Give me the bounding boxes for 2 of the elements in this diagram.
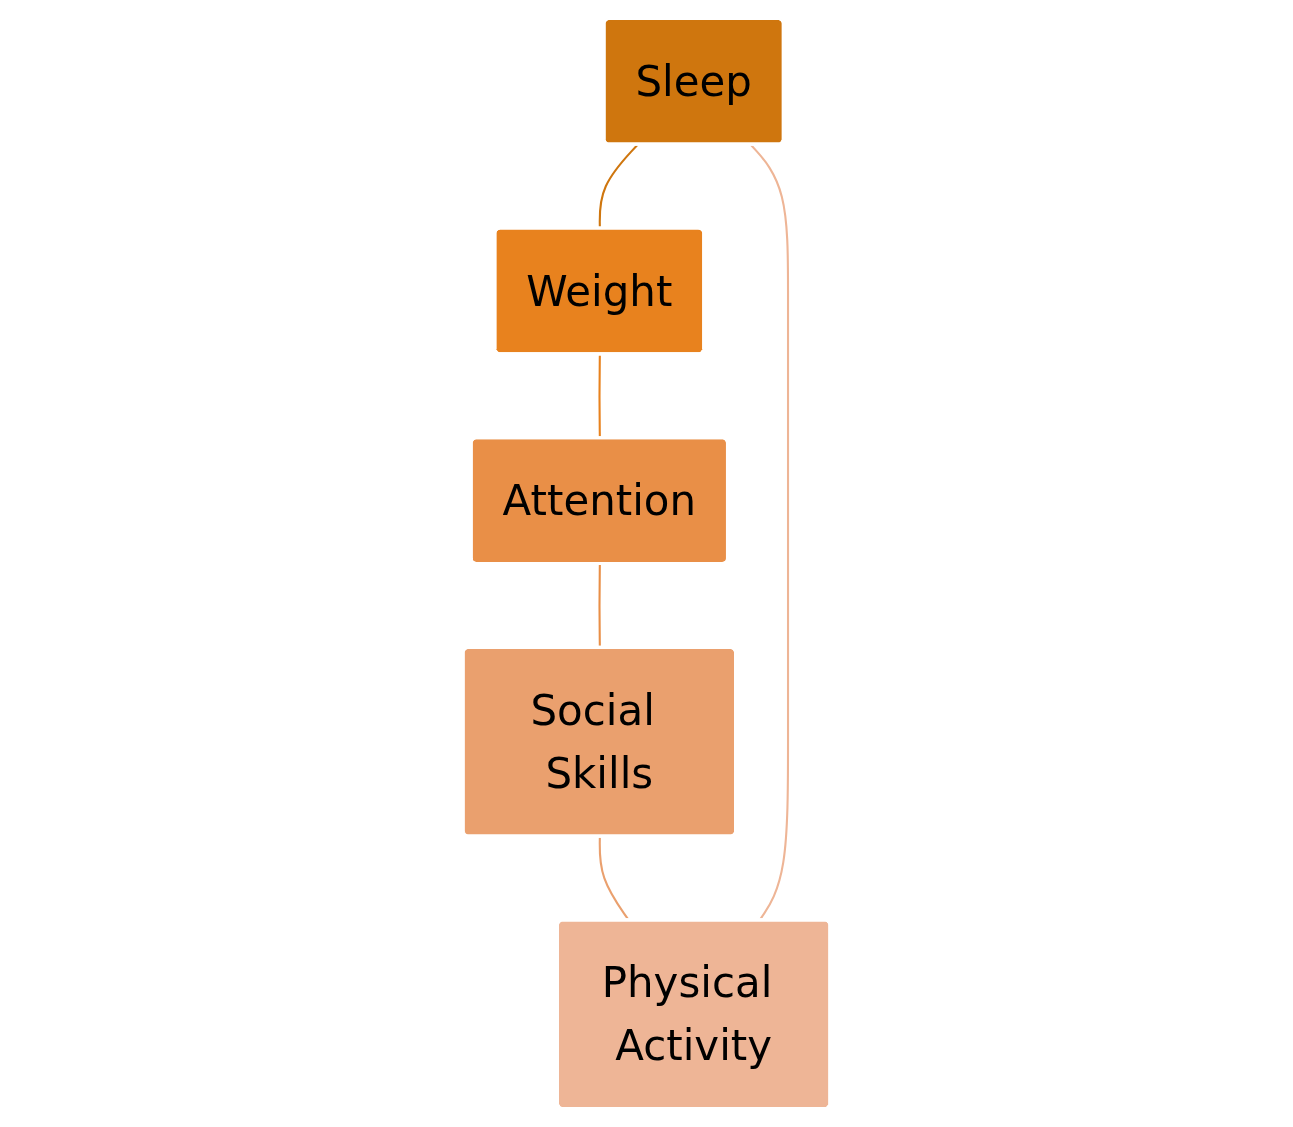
connector [598, 144, 639, 229]
connector [598, 564, 601, 648]
